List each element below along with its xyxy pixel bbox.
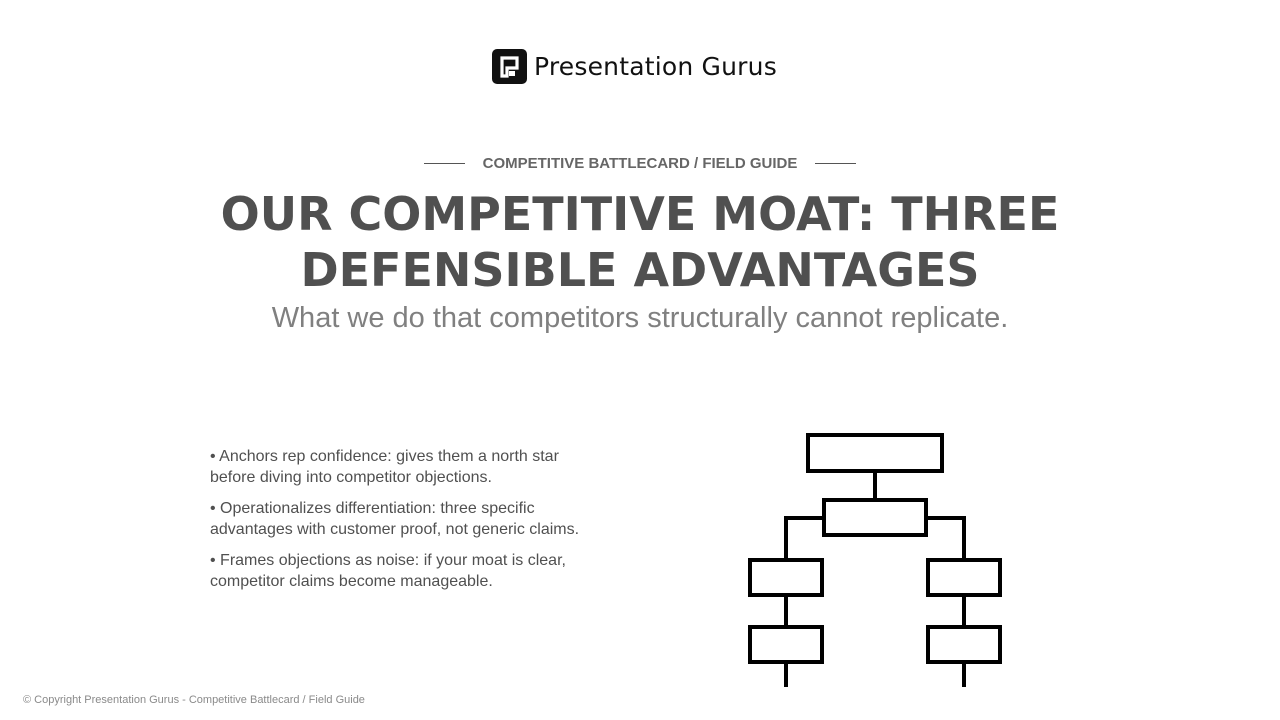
bullet-item: • Operationalizes differentiation: three… — [210, 500, 580, 538]
bullet-list: • Anchors rep confidence: gives them a n… — [210, 446, 602, 602]
eyebrow-left-rule — [423, 162, 465, 164]
org-chart-left-box — [748, 625, 824, 664]
brand-logo: Presentation Gurus — [492, 48, 777, 84]
page-subtitle: What we do that competitors structurally… — [271, 302, 1009, 334]
org-chart-right-box — [926, 625, 1002, 664]
org-chart-connector — [784, 516, 824, 560]
footer-copyright: © Copyright Presentation Gurus - Competi… — [23, 694, 365, 706]
org-chart-top-box — [806, 433, 944, 473]
bullet-item: • Frames objections as noise: if your mo… — [210, 552, 566, 590]
org-chart-middle-box — [822, 498, 928, 537]
eyebrow: COMPETITIVE BATTLECARD / FIELD GUIDE — [0, 152, 1280, 174]
bullet-item: • Anchors rep confidence: gives them a n… — [210, 448, 559, 486]
eyebrow-label: COMPETITIVE BATTLECARD / FIELD GUIDE — [482, 154, 798, 172]
page-title: OUR COMPETITIVE MOAT: THREE DEFENSIBLE A… — [220, 187, 1060, 297]
org-chart-left-box — [748, 558, 824, 597]
org-chart-connector — [926, 516, 966, 560]
eyebrow-right-rule — [815, 162, 857, 164]
brand-name: Presentation Gurus — [534, 51, 777, 81]
org-chart-hierarchy-icon — [748, 433, 1002, 687]
presentation-gurus-logo-icon — [492, 48, 527, 84]
org-chart-right-box — [926, 558, 1002, 597]
